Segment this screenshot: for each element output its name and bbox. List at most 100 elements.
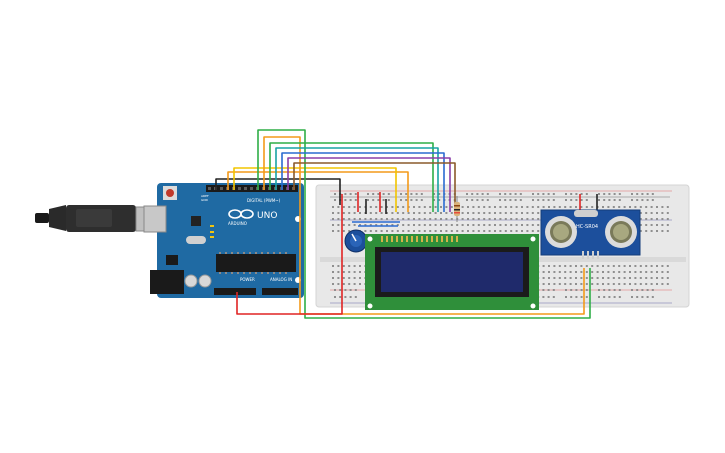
breadboard-hole — [407, 230, 410, 232]
breadboard-hole — [375, 230, 378, 232]
breadboard-hole — [434, 218, 437, 220]
breadboard-hole — [575, 206, 577, 208]
breadboard-hole — [405, 199, 408, 201]
breadboard-hole — [639, 230, 642, 232]
breadboard-hole — [656, 212, 658, 214]
breadboard-hole — [553, 277, 556, 279]
breadboard-hole — [483, 212, 486, 214]
breadboard-hole — [494, 224, 496, 226]
breadboard-hole — [510, 218, 513, 220]
breadboard-hole — [613, 296, 616, 298]
breadboard-hole — [515, 230, 518, 232]
breadboard-hole — [553, 265, 556, 267]
breadboard-hole — [623, 283, 626, 285]
power-header — [214, 288, 256, 295]
breadboard-hole — [641, 193, 644, 195]
breadboard-hole — [349, 296, 352, 298]
breadboard-hole — [504, 193, 507, 195]
breadboard-hole — [472, 230, 475, 232]
breadboard-hole — [629, 283, 631, 285]
breadboard-hole — [661, 206, 664, 208]
breadboard-hole — [548, 271, 550, 273]
breadboard-hole — [353, 283, 356, 285]
breadboard-hole — [651, 199, 654, 201]
breadboard-hole — [666, 218, 669, 220]
breadboard-hole — [407, 218, 410, 220]
breadboard-hole — [639, 277, 642, 279]
breadboard-hole — [380, 218, 383, 220]
breadboard-hole — [342, 283, 345, 285]
resistor-icon[interactable] — [454, 196, 460, 222]
breadboard-hole — [634, 265, 637, 267]
breadboard-hole — [375, 224, 378, 226]
breadboard-hole — [486, 199, 489, 201]
lcd-pin — [456, 236, 458, 242]
breadboard-hole — [629, 206, 631, 208]
breadboard-hole — [450, 230, 453, 232]
breadboard-hole — [488, 224, 491, 226]
breadboard-hole — [354, 193, 357, 195]
breadboard-hole — [418, 212, 421, 214]
breadboard-hole — [542, 277, 545, 279]
breadboard-hole — [476, 199, 479, 201]
breadboard-hole — [423, 206, 426, 208]
breadboard-hole — [569, 283, 572, 285]
breadboard-hole — [334, 193, 336, 195]
arduino-uno-board[interactable]: AREF GND DIGITAL (PWM~) UNO ARDUINO — [143, 183, 304, 298]
breadboard-hole — [467, 212, 469, 214]
breadboard-hole — [564, 277, 567, 279]
lcd-pin — [421, 236, 423, 242]
wire-black-gnd — [215, 178, 341, 205]
lcd-pin — [406, 236, 408, 242]
breadboard-hole — [602, 271, 604, 273]
breadboard-hole — [420, 199, 423, 201]
breadboard-hole — [344, 289, 347, 291]
breadboard-hole — [532, 193, 534, 195]
lcd-pin — [426, 236, 428, 242]
breadboard-hole — [400, 193, 402, 195]
breadboard-hole — [364, 230, 367, 232]
transducer-right-icon — [605, 216, 637, 248]
breadboard-hole — [369, 224, 372, 226]
breadboard-hole — [461, 230, 464, 232]
breadboard-hole — [334, 199, 336, 201]
breadboard-hole — [382, 199, 385, 201]
breadboard-hole — [359, 265, 361, 267]
breadboard-hole — [537, 218, 540, 220]
breadboard-hole — [332, 265, 334, 267]
breadboard-hole — [636, 289, 639, 291]
breadboard-hole — [332, 206, 334, 208]
breadboard-hole — [504, 218, 507, 220]
breadboard-hole — [623, 265, 626, 267]
wire-blue-lcd — [281, 152, 445, 212]
uno-model-label: UNO — [257, 211, 277, 221]
transducer-left-icon — [545, 216, 577, 248]
breadboard-hole — [585, 265, 588, 267]
breadboard-hole — [477, 212, 480, 214]
breadboard-hole — [580, 277, 583, 279]
breadboard-hole — [450, 224, 453, 226]
lcd-16x2-module[interactable] — [365, 234, 539, 310]
breadboard-hole — [531, 212, 534, 214]
breadboard-hole — [603, 289, 606, 291]
breadboard-hole — [354, 199, 357, 201]
breadboard-hole — [504, 230, 507, 232]
breadboard-hole — [510, 206, 513, 208]
breadboard-hole — [481, 199, 484, 201]
breadboard-hole — [526, 218, 529, 220]
breadboard-hole — [521, 212, 523, 214]
breadboard-hole — [591, 206, 594, 208]
breadboard-hole — [650, 206, 653, 208]
lcd-screen — [381, 252, 523, 292]
usb-cable-icon — [35, 205, 159, 232]
analog-in-label: ANALOG IN — [270, 277, 292, 282]
breadboard-hole — [509, 193, 512, 195]
ultrasonic-sensor[interactable]: HC-SR04 — [540, 209, 641, 259]
breadboard-hole — [349, 289, 352, 291]
breadboard-hole — [570, 193, 573, 195]
breadboard-hole — [499, 206, 502, 208]
breadboard-hole — [661, 224, 664, 226]
potentiometer-icon[interactable] — [344, 229, 368, 253]
breadboard-hole — [570, 296, 573, 298]
breadboard-hole — [353, 212, 356, 214]
